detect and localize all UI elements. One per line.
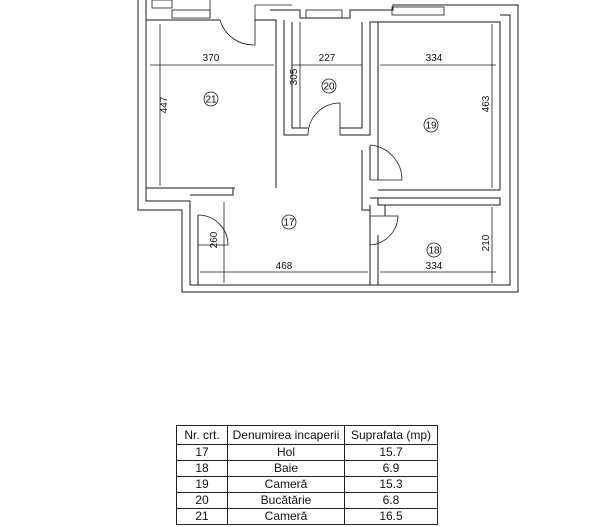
table-cell: 15.3 [344,476,438,493]
column-header: Nr. crt. [176,425,228,445]
table-cell: 6.8 [344,492,438,509]
room-marker-21: 21 [203,91,219,107]
table-row: 18 Baie 6.9 [176,460,438,477]
table-cell: 18 [176,460,228,477]
table-row: 20 Bucătărie 6.8 [176,492,438,509]
table-cell: 6.9 [344,460,438,477]
table-cell: Baie [227,460,345,477]
room-area-table: Nr. crt. Denumirea incaperii Suprafata (… [176,425,438,525]
table-cell: 21 [176,508,228,525]
table-cell: 17 [176,444,228,461]
table-row: 17 Hol 15.7 [176,444,438,461]
outer-wall-inner [145,0,511,286]
dimension-label: 370 [203,53,220,64]
door-swing [369,144,403,181]
table-cell: Hol [227,444,345,461]
window [391,6,445,16]
dimension-label: 463 [481,95,492,112]
table-cell: 20 [176,492,228,509]
door-swing [369,215,399,246]
column-header: Suprafata (mp) [344,425,438,445]
table-cell: Cameră [227,508,345,525]
room-marker-19: 19 [423,117,439,133]
table-cell: 15.7 [344,444,438,461]
dimension-label: 447 [159,96,170,113]
dimension-label: 305 [289,68,300,85]
room-17-outline [190,188,234,285]
column-header: Denumirea incaperii [227,425,345,445]
dimension-label: 210 [481,234,492,251]
door-swing [197,214,229,246]
table-row: 21 Cameră 16.5 [176,508,438,525]
dimension-label: 334 [426,53,443,64]
window [171,9,211,19]
window [151,0,173,9]
dimension-lines [150,22,496,283]
table-cell: Cameră [227,476,345,493]
svg-text:17: 17 [283,218,295,229]
table-row: 19 Cameră 15.3 [176,476,438,493]
table-header-row: Nr. crt. Denumirea incaperii Suprafata (… [176,425,438,445]
room-19-outline [369,22,500,285]
window [305,9,343,19]
room-21-outline [146,19,277,189]
table-cell: 16.5 [344,508,438,525]
door-swing [219,19,256,46]
dimension-label: 227 [319,53,336,64]
floor-plan: 370 227 334 305 447 463 260 468 334 210 … [137,0,519,293]
dimension-label: 334 [426,261,443,272]
room-20-outline [283,20,501,190]
svg-text:18: 18 [428,246,440,257]
room-marker-18: 18 [426,242,442,258]
room-marker-17: 17 [281,214,297,230]
table-cell: Bucătărie [227,492,345,509]
svg-text:20: 20 [323,82,335,93]
svg-text:21: 21 [205,95,217,106]
dimension-label: 260 [209,231,220,248]
room-marker-20: 20 [321,78,337,94]
dimension-label: 468 [276,261,293,272]
table-cell: 19 [176,476,228,493]
svg-text:19: 19 [425,121,437,132]
door-swing [307,102,341,136]
outer-wall [137,0,519,293]
